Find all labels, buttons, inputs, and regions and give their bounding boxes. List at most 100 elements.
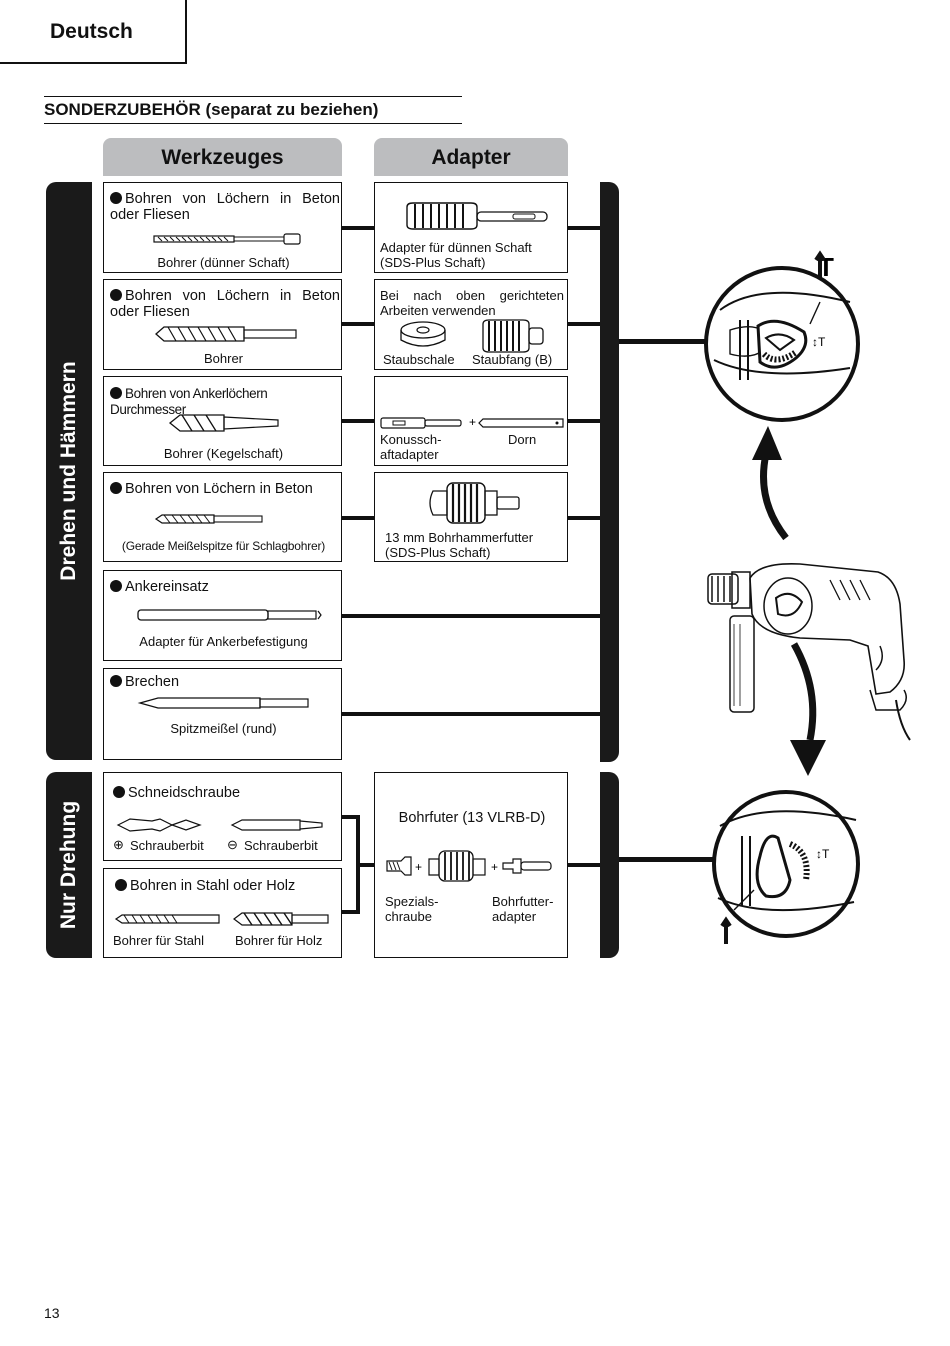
bracket-connector [342, 815, 374, 914]
connector [342, 419, 374, 423]
language-label: Deutsch [50, 20, 133, 43]
hammer-chuck-icon [429, 482, 520, 524]
tool-caption-b: Bohrer für Holz [235, 933, 323, 948]
band-rotation-only: Nur Drehung [46, 772, 92, 958]
bull-point-chisel-icon [137, 697, 309, 709]
arrow-up-icon [752, 426, 789, 541]
adapter-box-3: + Konussch- aftadapter Dorn [374, 376, 568, 466]
phillips-bit-icon [116, 818, 202, 832]
sds-plus-adapter-icon [406, 202, 548, 230]
language-tab: Deutsch [0, 0, 187, 64]
tool-box-6: Brechen Spitzmeißel (rund) [103, 668, 342, 760]
tool-title: Schneidschraube [128, 785, 241, 801]
column-header-adapter: Adapter [374, 138, 568, 176]
plus-icon: ⊕ [113, 837, 124, 852]
tool-caption-b: Schrauberbit [244, 838, 318, 853]
tool-caption: Bohrer (dünner Schaft) [157, 255, 290, 270]
connector [619, 339, 709, 344]
adapter-box-5: Bohrfuter (13 VLRB-D) + + Spezials- chra… [374, 772, 568, 958]
wood-drill-bit-icon [233, 912, 329, 926]
band-label-rotation: Nur Drehung [57, 800, 80, 930]
adapter-note: Bei nach oben gerichteten Arbeiten verwe… [380, 288, 564, 318]
bullet-icon [110, 482, 122, 494]
section-title: SONDERZUBEHÖR (separat zu beziehen) [44, 96, 462, 124]
svg-text:+: + [415, 860, 422, 874]
bullet-icon [110, 580, 122, 592]
adapter-caption-b: Bohrfutter- adapter [492, 894, 554, 924]
tool-caption: Adapter für Ankerbefestigung [139, 634, 308, 649]
tool-caption: Bohrer [203, 351, 244, 366]
tool-caption: (Gerade Meißelspitze für Schlagbohrer) [121, 539, 326, 553]
connector [342, 614, 600, 618]
bullet-icon [113, 786, 125, 798]
slotted-bit-icon [230, 819, 323, 831]
tool-title: Bohren von Löchern in Beton [125, 481, 313, 497]
adapter-caption: 13 mm Bohrhammerfutter (SDS-Plus Schaft) [385, 530, 534, 560]
dust-collector-icon [482, 319, 544, 353]
connector [568, 419, 600, 423]
adapter-box-2: Bei nach oben gerichteten Arbeiten verwe… [374, 279, 568, 370]
tool-box-5: Ankereinsatz Adapter für Ankerbefestigun… [103, 570, 342, 661]
connector [342, 322, 374, 326]
page-number: 13 [44, 1305, 60, 1321]
rotary-hammer-drill-icon [707, 562, 911, 741]
bullet-icon [110, 675, 122, 687]
column-header-tools: Werkzeuges [103, 138, 342, 176]
dust-cup-icon [400, 321, 446, 347]
connector [568, 226, 600, 230]
tool-box-3: Bohren von Ankerlöchern Durchmesser Bohr… [103, 376, 342, 466]
tool-title: Brechen [125, 674, 180, 690]
taper-shank-adapter-icon: + [380, 415, 564, 429]
drill-bit-thin-shank-icon [153, 233, 301, 245]
connector [342, 226, 374, 230]
steel-drill-bit-icon [114, 914, 220, 924]
band-rotation-hammer: Drehen und Hämmern [46, 182, 92, 760]
band-label-hammer: Drehen und Hämmern [57, 361, 80, 581]
anchor-setting-adapter-icon [137, 609, 322, 621]
tool-title: Bohren von Ankerlöchern Durchmesser [110, 386, 268, 417]
adapter-title: Bohrfuter (13 VLRB-D) [398, 810, 546, 826]
right-bar-hammer [600, 182, 619, 762]
adapter-caption-a: Staubschale [383, 352, 455, 367]
tool-title: Bohren von Löchern in Beton oder Fliesen [110, 288, 340, 320]
connector [568, 863, 600, 867]
bullet-icon [110, 192, 122, 204]
tool-caption: Spitzmeißel (rund) [170, 721, 277, 736]
tool-box-7: Schneidschraube ⊕ Schrauberbit ⊖ Schraub… [103, 772, 342, 861]
adapter-box-1: Adapter für dünnen Schaft (SDS-Plus Scha… [374, 182, 568, 273]
selector-detail-hammer-icon: T ↕T [704, 250, 860, 422]
connector [568, 516, 600, 520]
tool-box-1: Bohren von Löchern in Beton oder Fliesen… [103, 182, 342, 273]
tool-box-8: Bohren in Stahl oder Holz Bohrer für Sta… [103, 868, 342, 958]
tool-box-4: Bohren von Löchern in Beton (Gerade Meiß… [103, 472, 342, 562]
right-bar-rotation [600, 772, 619, 958]
tool-caption-a: Bohrer für Stahl [113, 933, 205, 948]
connector [342, 516, 374, 520]
svg-text:↕T: ↕T [816, 847, 830, 861]
svg-text:+: + [491, 860, 498, 874]
adapter-caption-a: Spezials- chraube [385, 894, 439, 924]
bullet-icon [110, 387, 122, 399]
tapered-shank-drill-icon [168, 414, 279, 432]
tool-box-2: Bohren von Löchern in Beton oder Fliesen… [103, 279, 342, 370]
adapter-caption-b: Dorn [508, 432, 537, 447]
tool-title: Ankereinsatz [125, 579, 209, 595]
adapter-caption-b: Staubfang (B) [472, 352, 553, 367]
adapter-caption: Adapter für dünnen Schaft (SDS-Plus Scha… [380, 240, 532, 270]
bullet-icon [115, 879, 127, 891]
connector [619, 857, 715, 862]
arrow-down-icon [790, 642, 826, 776]
drill-bit-icon [155, 326, 297, 342]
straight-bit-icon [154, 514, 263, 524]
tool-title: Bohren in Stahl oder Holz [130, 878, 296, 894]
tool-caption-a: Schrauberbit [130, 838, 204, 853]
bullet-icon [110, 289, 122, 301]
connector [342, 712, 600, 716]
selector-detail-rotation-icon: ↕T [712, 790, 860, 944]
connector [568, 322, 600, 326]
minus-icon: ⊖ [227, 837, 238, 852]
tool-title: Bohren von Löchern in Beton oder Fliesen [110, 191, 340, 223]
tool-caption: Bohrer (Kegelschaft) [163, 446, 284, 461]
svg-text:+: + [469, 415, 476, 429]
drill-chuck-set-icon: + + [386, 850, 552, 882]
